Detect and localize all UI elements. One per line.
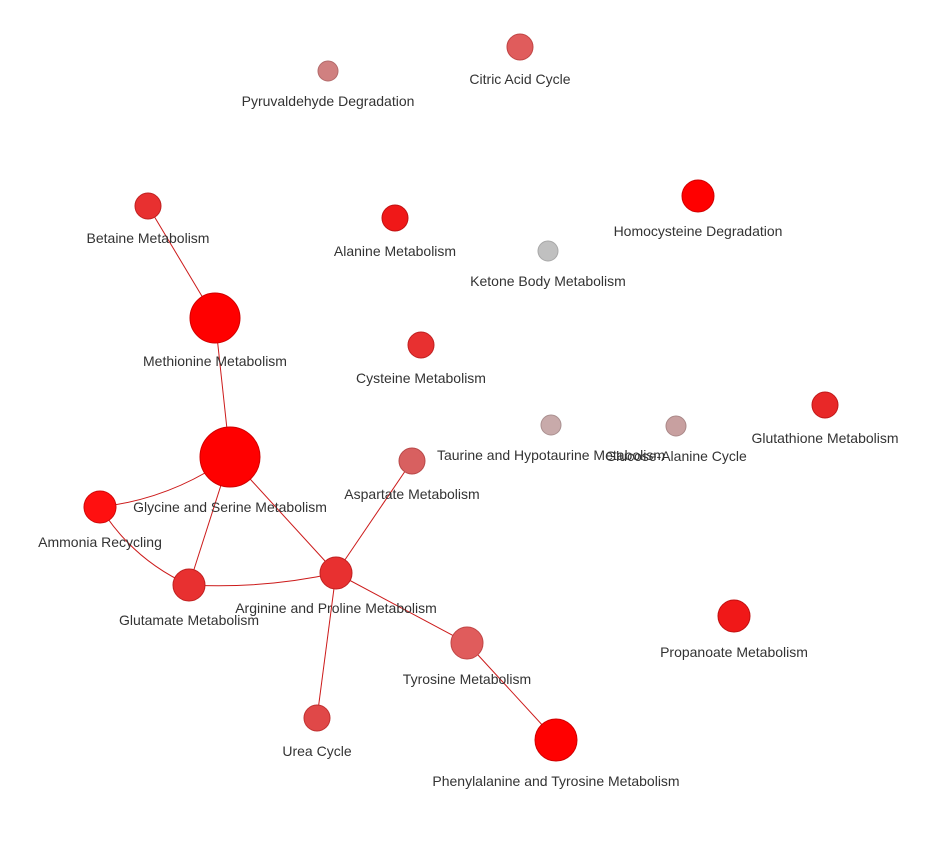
node-circle-alanine[interactable] xyxy=(381,204,409,232)
node-cysteine[interactable]: Cysteine Metabolism xyxy=(356,331,486,386)
node-glucose_alanine[interactable]: Glucose-Alanine Cycle xyxy=(605,415,747,464)
node-glycine[interactable]: Glycine and Serine Metabolism xyxy=(133,426,327,515)
node-circle-glutathione[interactable] xyxy=(811,391,839,419)
node-pyruvaldehyde[interactable]: Pyruvaldehyde Degradation xyxy=(242,60,415,109)
node-circle-phenylalanine[interactable] xyxy=(534,718,578,762)
node-glutathione[interactable]: Glutathione Metabolism xyxy=(751,391,899,446)
node-citric[interactable]: Citric Acid Cycle xyxy=(469,33,571,87)
node-ketone[interactable]: Ketone Body Metabolism xyxy=(470,240,626,289)
edge-arginine-tyrosine xyxy=(335,572,468,644)
node-circle-ketone[interactable] xyxy=(537,240,559,262)
node-circle-glycine[interactable] xyxy=(199,426,261,488)
node-label-urea: Urea Cycle xyxy=(282,743,351,759)
node-label-tyrosine: Tyrosine Metabolism xyxy=(403,671,531,687)
node-label-citric: Citric Acid Cycle xyxy=(469,71,570,87)
node-circle-glucose_alanine[interactable] xyxy=(665,415,687,437)
node-homocysteine[interactable]: Homocysteine Degradation xyxy=(614,179,783,239)
edge-tyrosine-phenylalanine xyxy=(466,642,557,741)
node-circle-betaine[interactable] xyxy=(134,192,162,220)
node-label-aspartate: Aspartate Metabolism xyxy=(344,486,479,502)
node-circle-citric[interactable] xyxy=(506,33,534,61)
node-label-arginine: Arginine and Proline Metabolism xyxy=(235,600,437,616)
node-circle-glutamate[interactable] xyxy=(172,568,206,602)
node-label-homocysteine: Homocysteine Degradation xyxy=(614,223,783,239)
node-taurine[interactable]: Taurine and Hypotaurine Metabolism xyxy=(437,414,665,463)
node-label-ketone: Ketone Body Metabolism xyxy=(470,273,626,289)
node-tyrosine[interactable]: Tyrosine Metabolism xyxy=(403,626,531,687)
node-urea[interactable]: Urea Cycle xyxy=(282,704,352,759)
node-arginine[interactable]: Arginine and Proline Metabolism xyxy=(235,556,437,616)
node-label-propanoate: Propanoate Metabolism xyxy=(660,644,808,660)
node-methionine[interactable]: Methionine Metabolism xyxy=(143,292,287,369)
node-circle-cysteine[interactable] xyxy=(407,331,435,359)
node-glutamate[interactable]: Glutamate Metabolism xyxy=(119,568,259,628)
node-label-taurine: Taurine and Hypotaurine Metabolism xyxy=(437,447,665,463)
node-label-alanine: Alanine Metabolism xyxy=(334,243,456,259)
node-circle-homocysteine[interactable] xyxy=(681,179,715,213)
edge-arginine-aspartate xyxy=(335,460,413,574)
node-layer: Pyruvaldehyde Degradation Citric Acid Cyc… xyxy=(38,33,899,789)
node-label-glucose_alanine: Glucose-Alanine Cycle xyxy=(605,448,747,464)
node-circle-methionine[interactable] xyxy=(189,292,241,344)
node-circle-pyruvaldehyde[interactable] xyxy=(317,60,339,82)
node-label-methionine: Methionine Metabolism xyxy=(143,353,287,369)
node-label-glycine: Glycine and Serine Metabolism xyxy=(133,499,327,515)
node-circle-ammonia[interactable] xyxy=(83,490,117,524)
node-aspartate[interactable]: Aspartate Metabolism xyxy=(344,447,480,502)
node-label-ammonia: Ammonia Recycling xyxy=(38,534,162,550)
node-label-betaine: Betaine Metabolism xyxy=(87,230,210,246)
node-circle-propanoate[interactable] xyxy=(717,599,751,633)
node-label-glutathione: Glutathione Metabolism xyxy=(751,430,898,446)
node-circle-taurine[interactable] xyxy=(540,414,562,436)
node-circle-aspartate[interactable] xyxy=(398,447,426,475)
node-alanine[interactable]: Alanine Metabolism xyxy=(334,204,456,259)
node-phenylalanine[interactable]: Phenylalanine and Tyrosine Metabolism xyxy=(432,718,680,789)
node-circle-tyrosine[interactable] xyxy=(450,626,484,660)
node-circle-arginine[interactable] xyxy=(319,556,353,590)
node-ammonia[interactable]: Ammonia Recycling xyxy=(38,490,162,550)
node-circle-urea[interactable] xyxy=(303,704,331,732)
node-propanoate[interactable]: Propanoate Metabolism xyxy=(660,599,808,660)
node-betaine[interactable]: Betaine Metabolism xyxy=(87,192,210,246)
node-label-phenylalanine: Phenylalanine and Tyrosine Metabolism xyxy=(432,773,679,789)
edge-glutamate-arginine xyxy=(188,572,337,587)
node-label-glutamate: Glutamate Metabolism xyxy=(119,612,259,628)
node-label-pyruvaldehyde: Pyruvaldehyde Degradation xyxy=(242,93,415,109)
node-label-cysteine: Cysteine Metabolism xyxy=(356,370,486,386)
edge-arginine-urea xyxy=(316,572,337,719)
